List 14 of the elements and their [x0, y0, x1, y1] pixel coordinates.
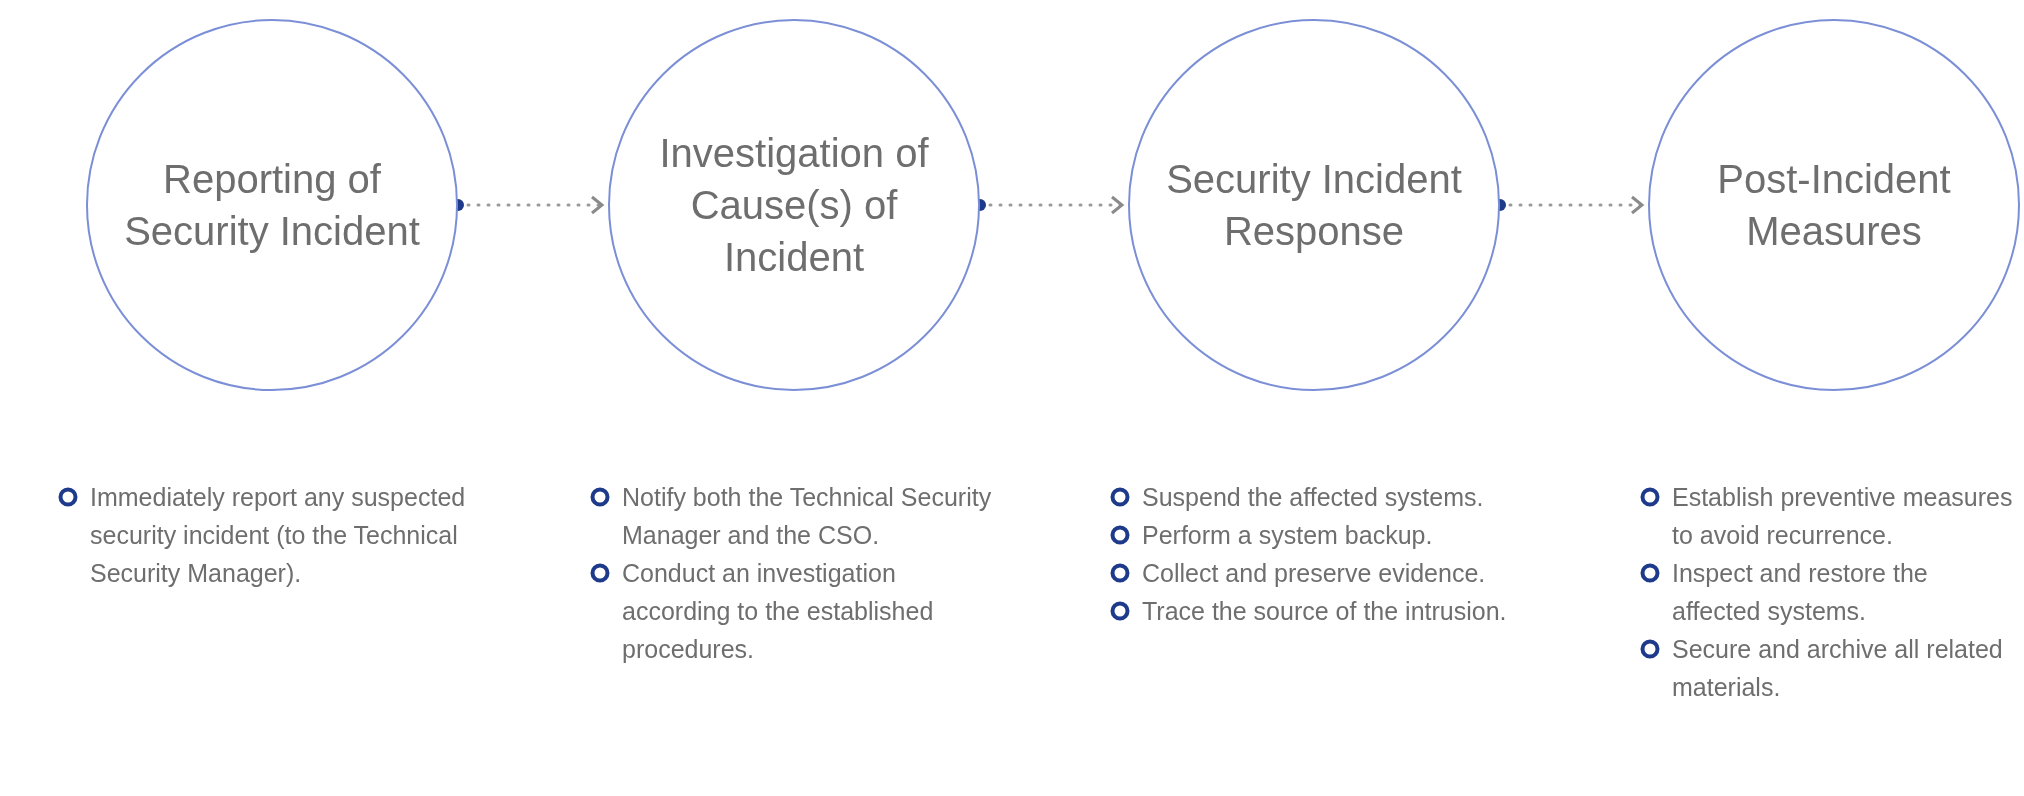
bullet-text: Collect and preserve evidence.: [1142, 558, 1486, 589]
bullet-text: Inspect and restore the affected systems.: [1672, 558, 1929, 627]
stage-title: Security Incident Response: [1165, 156, 1463, 255]
bullet-text: Notify both the Technical Security Manager and the CSO.: [622, 482, 993, 551]
stage-title: Investigation of Cause(s) of Incident: [658, 130, 930, 281]
bullet-text: Perform a system backup.: [1142, 520, 1433, 551]
bullet-text: Immediately report any suspected security incident (to the Technical Security Manager).: [90, 482, 467, 589]
bullet-text: Establish preventive measures to avoid recurrence.: [1672, 482, 2014, 551]
stage-title: Post-Incident Measures: [1716, 156, 1952, 255]
stage-title: Reporting of Security Incident: [123, 156, 421, 255]
bullet-text: Trace the source of the intrusion.: [1142, 596, 1507, 627]
bullet-text: Secure and archive all related materials.: [1672, 634, 2004, 703]
bullet-text: Conduct an investigation according to the established procedures.: [622, 558, 935, 665]
bullet-text: Suspend the affected systems.: [1142, 482, 1484, 513]
